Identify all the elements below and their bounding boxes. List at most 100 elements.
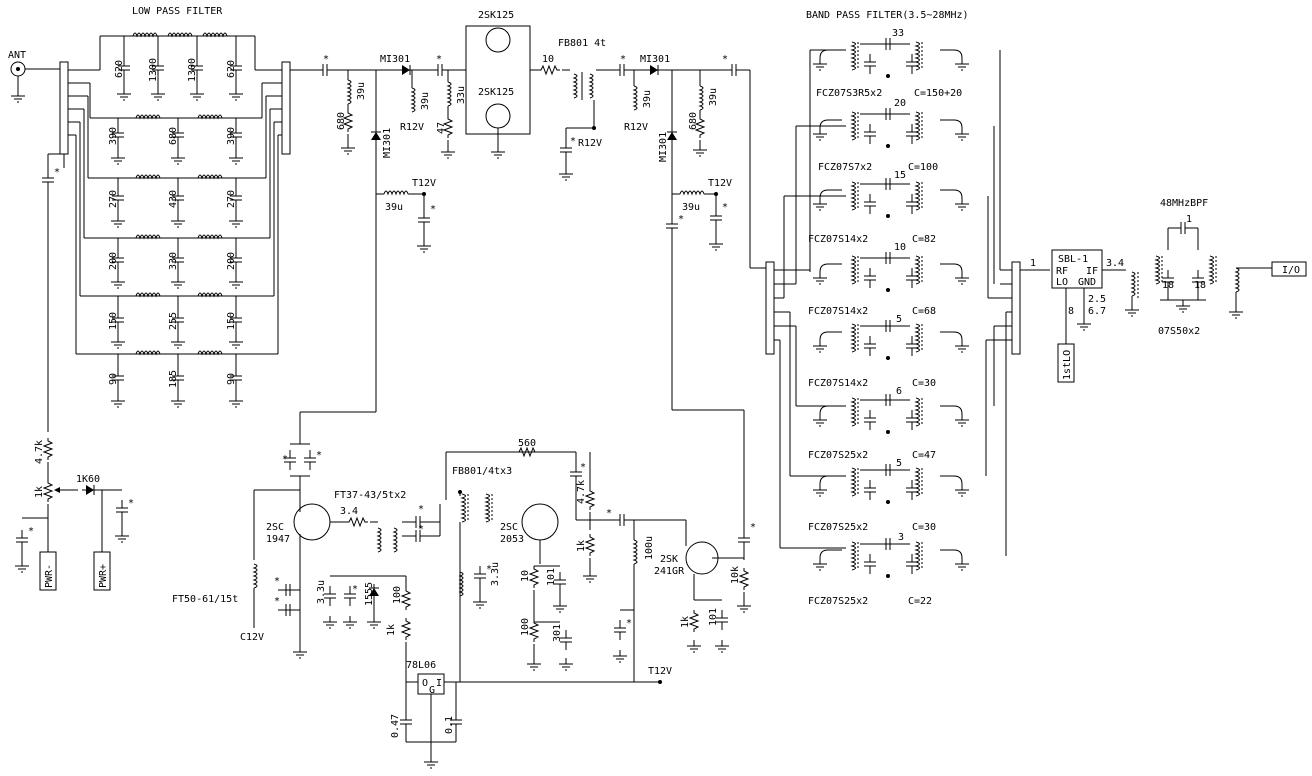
bpf-r7-cap: C=22 [908,596,932,607]
r47-label: 47 [436,122,447,134]
c-star-g: * [570,136,576,147]
q3-label: 2SK [660,554,678,565]
pwr-plus-label: PWR+ [98,564,109,588]
c33a-label: 3.3u [316,580,327,604]
lpf-r0-right: 620 [226,60,237,78]
mixer-lo: LO [1056,277,1068,288]
r680b-label: 680 [688,112,699,130]
reg-i: I [436,678,442,689]
bpf-r6-name: FCZ07S25x2 [808,522,868,533]
c-star-h: * [620,54,626,65]
bpf-sections [774,37,1012,578]
bpf-r1-name: FCZ07S7x2 [818,162,872,173]
bpf-row-1 [796,107,970,148]
lpf-labels: 620 1300 1300 620 390 680 390 270 430 27… [108,58,237,388]
c-star-s: * [486,564,492,575]
ft37-label: FT37-43/5tx2 [334,490,406,501]
bpf-row-7 [780,537,970,578]
bpf-r4-name: FCZ07S14x2 [808,378,868,389]
lpf-r1-right: 390 [226,127,237,145]
t12-label: T12V [648,666,672,677]
c-star-a: * [54,167,60,178]
bpf-row-5 [796,393,970,434]
bpf-r1-top: 20 [894,98,906,109]
lpf-r4-left: 150 [108,312,119,330]
bpf-title: BAND PASS FILTER(3.5~28MHz) [806,10,969,21]
lpf-switch-left [59,61,100,168]
bpf-r2-name: FCZ07S14x2 [808,234,868,245]
pot1kb-label: 1k [386,624,397,636]
lo-amp: * * FT50-61/15t 2SC 1947 3.4 FT37-43/5tx… [172,409,756,769]
lpf-r4-mid1: 255 [168,312,179,330]
mixer-pin8: 8 [1068,306,1074,317]
lpf-r3-left: 200 [108,252,119,270]
r12b-label: R12V [578,138,602,149]
mixer-name: SBL-1 [1058,254,1088,265]
bpf-r3-top: 10 [894,242,906,253]
l4-label: 39u [642,90,653,108]
mixer-pin34: 3.4 [1106,258,1124,269]
c-star-l: * [282,454,288,465]
lpf-r2-right: 270 [226,190,237,208]
q1-label: 2SC [266,522,284,533]
bpf-r3-cap: C=68 [912,306,936,317]
d4-label: MI301 [658,132,669,162]
d3-label: MI301 [640,54,670,65]
c-star-b: * [128,498,134,509]
r100a-label: 100 [392,586,403,604]
r12c-label: R12V [624,122,648,133]
bpf-r0-name: FCZ07S3R5x2 [816,88,882,99]
c-star-k: * [722,54,728,65]
l3-label: 33u [456,86,467,104]
fet-top-label: 2SK125 [478,10,514,21]
q2n-label: 2053 [500,534,524,545]
fet-bot-label: 2SK125 [478,87,514,98]
c-star-f: * [436,54,442,65]
mixer-pin67: 6.7 [1088,306,1106,317]
t12a-label: T12V [412,178,436,189]
lpf-switch-right [281,61,315,155]
bpf-labels: 33 FCZ07S3R5x2 C=150+20 20 FCZ07S7x2 C=1… [808,28,962,607]
reg-label: 78L06 [406,660,436,671]
l-39u-lower2: 39u [682,202,700,213]
lpf-r4-right: 150 [226,312,237,330]
r1kc-label: 1k [680,616,691,628]
first-lo-label: 1stLO [1062,350,1073,380]
mixer-if: IF [1086,266,1098,277]
bpf-r5-name: FCZ07S25x2 [808,450,868,461]
lpf-r0-left: 620 [114,60,125,78]
c101b-label: 101 [708,608,719,626]
c-star-q: * [418,524,424,535]
c301-label: 301 [552,624,563,642]
bpf48-title: 48MHzBPF [1160,198,1208,209]
bpf-r7-name: FCZ07S25x2 [808,596,868,607]
ft50-label: FT50-61/15t [172,594,238,605]
bpf-r2-cap: C=82 [912,234,936,245]
bpf-row-3 [812,251,970,292]
bpf-r4-top: 5 [896,314,902,325]
c047-label: 0.47 [390,714,401,738]
bpf-r3-name: FCZ07S14x2 [808,306,868,317]
bpf-row-0 [812,37,970,78]
q1n-label: 1947 [266,534,290,545]
r100b-label: 100 [520,618,531,636]
lpf-r0-mid2: 1300 [187,58,198,82]
bpf48-c18a: 18 [1162,280,1174,291]
lpf-r1-mid1: 680 [168,127,179,145]
bpf-row-6 [789,312,970,504]
c-star-v: * [626,618,632,629]
c-star-j: * [678,214,684,225]
l2-label: 39u [420,92,431,110]
c-star-o: * [274,596,280,607]
r680a-label: 680 [336,112,347,130]
bpf-r6-top: 5 [896,458,902,469]
r12a-label: R12V [400,122,424,133]
lpf-r5-left: 90 [108,373,119,385]
bpf-r1-cap: C=100 [908,162,938,173]
bpf-r6-cap: C=30 [912,522,936,533]
lpf-r3-right: 200 [226,252,237,270]
c-star-p: * [418,504,424,515]
d2-label: MI301 [382,128,393,158]
bpf-r5-top: 6 [896,386,902,397]
d1555-label: 1555 [364,582,375,606]
